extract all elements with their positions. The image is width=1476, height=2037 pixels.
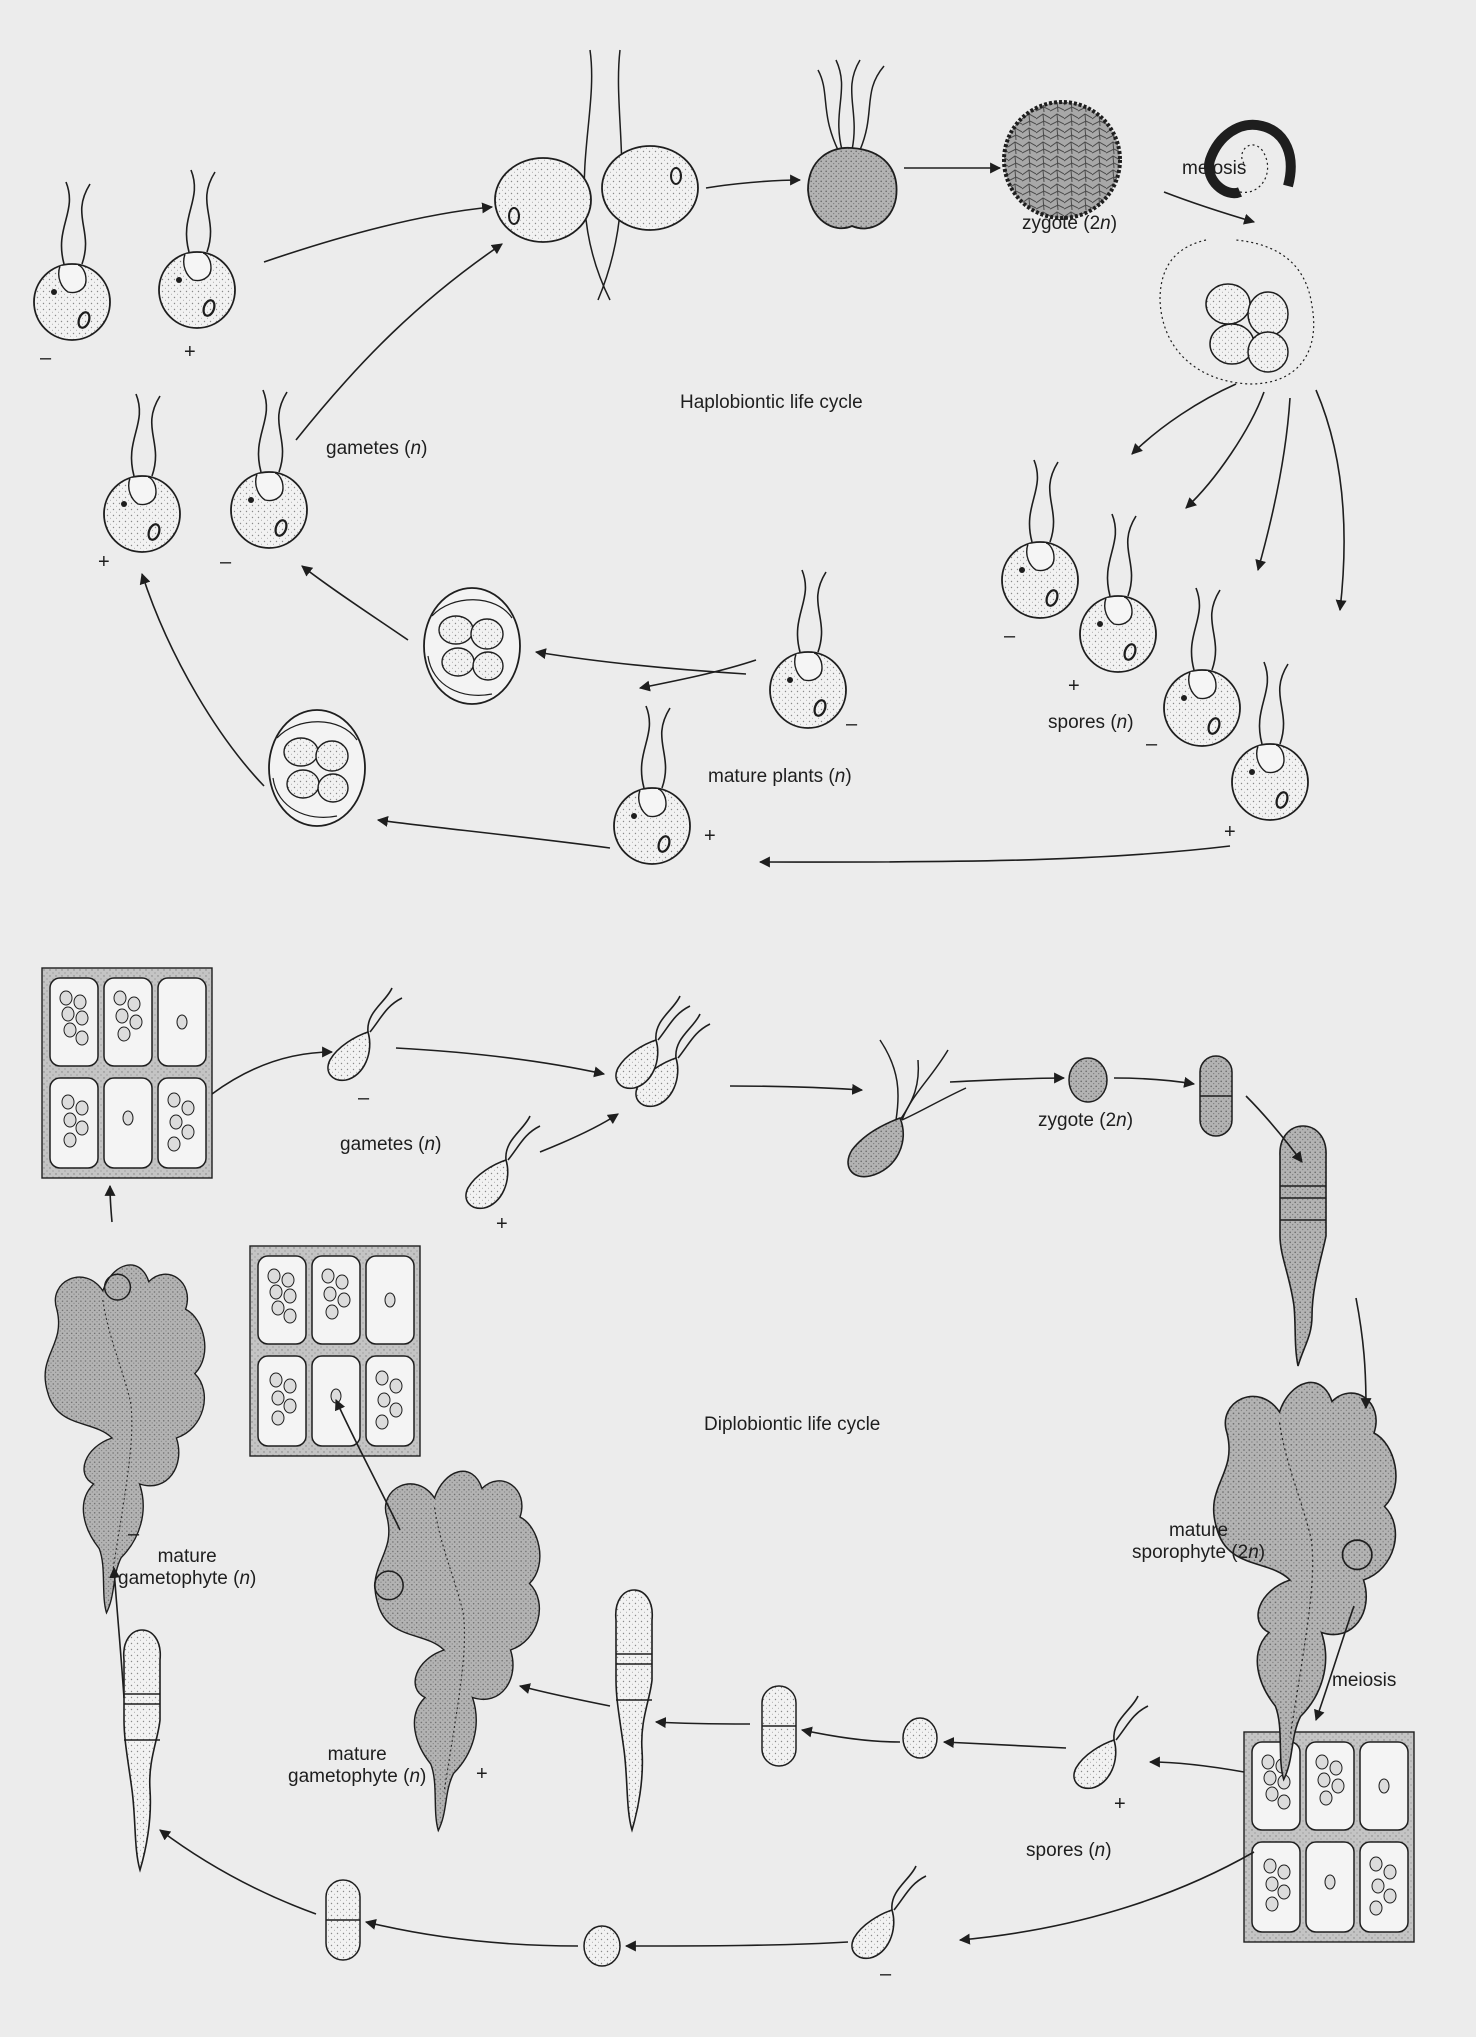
mature-plants-label: mature plants (n)	[708, 766, 852, 788]
gametangia-tissue-left	[42, 968, 212, 1178]
plus-sign: +	[98, 552, 110, 572]
planozygote-bottom	[848, 1040, 966, 1177]
gametangia-tissue-middle	[250, 1246, 420, 1456]
plus-sign: +	[1224, 822, 1236, 842]
planozygote	[808, 60, 897, 228]
sporangium-upper	[424, 588, 520, 704]
gamete-plus-2	[104, 394, 180, 552]
zygote-label-top: zygote (2n)	[1022, 213, 1117, 235]
diplobiontic-title: Diplobiontic life cycle	[704, 1414, 880, 1436]
mature-plant-plus	[614, 706, 690, 864]
mature-gametophyte-minus-label: mature gametophyte (n)	[118, 1546, 256, 1591]
fusing-gametes	[495, 50, 698, 300]
mature-gametophyte-plus-label: mature gametophyte (n)	[288, 1744, 426, 1789]
sporangia-tissue	[1244, 1732, 1414, 1942]
plus-sign: +	[184, 342, 196, 362]
mature-sporophyte-label: mature sporophyte (2n)	[1132, 1520, 1265, 1565]
gametes-label-top: gametes (n)	[326, 438, 427, 460]
spore-minus	[1002, 460, 1078, 618]
gamete-minus-2	[231, 390, 307, 548]
sporangium-lower	[269, 710, 365, 826]
spore-minus-2	[1164, 588, 1240, 746]
minus-sign: –	[358, 1088, 369, 1108]
gametes-label-bottom: gametes (n)	[340, 1134, 441, 1156]
meiosis-label-top: meiosis	[1182, 158, 1246, 180]
minus-sign: –	[1146, 734, 1157, 754]
gamete-plus-bottom	[466, 1116, 540, 1208]
spore-plus-2	[1232, 662, 1308, 820]
germling-minus	[124, 1630, 161, 1870]
development-plus	[762, 1686, 937, 1766]
zygote-label-bottom: zygote (2n)	[1038, 1110, 1133, 1132]
minus-sign: –	[128, 1524, 139, 1544]
haplobiontic-title: Haplobiontic life cycle	[680, 392, 863, 414]
mature-plant-minus	[770, 570, 846, 728]
zygote-top	[1004, 102, 1120, 218]
minus-sign: –	[846, 714, 857, 734]
minus-sign: –	[40, 348, 51, 368]
diplo-arrows	[110, 1048, 1366, 1946]
plus-sign: +	[1068, 676, 1080, 696]
mature-sporophyte	[1214, 1382, 1396, 1779]
spore-minus-bottom	[852, 1866, 926, 1958]
spore-plus	[1080, 514, 1156, 672]
gamete-plus	[159, 170, 235, 328]
plus-sign: +	[496, 1214, 508, 1234]
spore-plus-bottom	[1074, 1696, 1148, 1788]
plus-sign: +	[1114, 1794, 1126, 1814]
fusing-gametes-bottom	[616, 996, 710, 1106]
germling-plus	[616, 1590, 653, 1830]
meiosis-label-bottom: meiosis	[1332, 1670, 1396, 1692]
minus-sign: –	[1004, 626, 1015, 646]
spores-label-bottom: spores (n)	[1026, 1840, 1112, 1862]
minus-sign: –	[880, 1964, 891, 1984]
plus-sign: +	[476, 1764, 488, 1784]
diplobiontic-cycle	[42, 968, 1414, 1966]
spores-label-top: spores (n)	[1048, 712, 1134, 734]
minus-sign: –	[220, 552, 231, 572]
sporophyte-germling	[1280, 1126, 1326, 1366]
plus-sign: +	[704, 826, 716, 846]
gamete-minus	[34, 182, 110, 340]
gamete-minus-bottom	[328, 988, 402, 1080]
